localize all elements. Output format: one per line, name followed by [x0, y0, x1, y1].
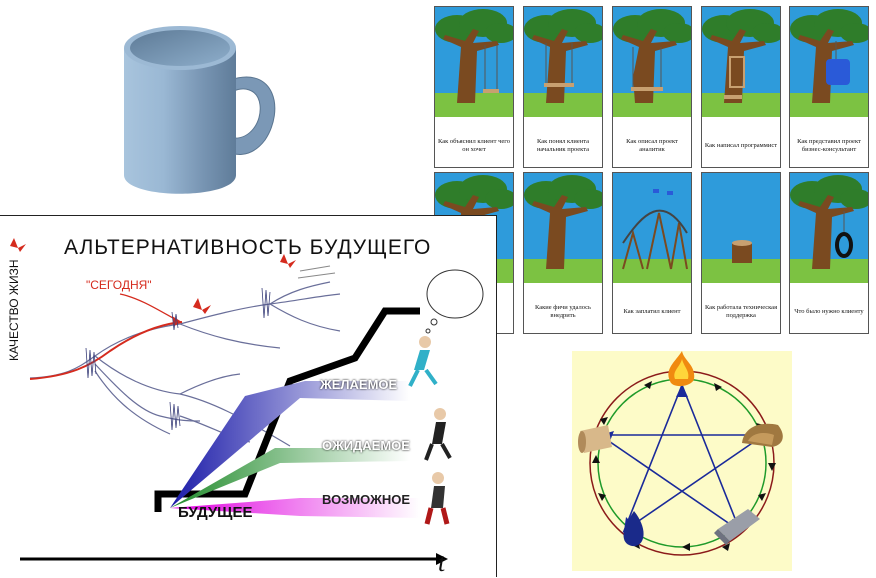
water-icon [623, 511, 644, 547]
comic-panel: Как описал проект аналитик [612, 6, 692, 168]
comic-panel: Какие фичи удалось внедрить [523, 172, 603, 334]
comic-panel: Как представил проект бизнес-консультант [789, 6, 869, 168]
expected-label: ОЖИДАЕМОЕ [322, 438, 410, 453]
time-axis-label: t [438, 548, 446, 577]
comic-panel-caption: Как написал программист [704, 142, 778, 149]
comic-panel: Как написал программист [701, 6, 781, 168]
possible-label: ВОЗМОЖНОЕ [322, 492, 411, 507]
mug-image [100, 0, 290, 205]
comic-panel: Как объяснил клиент чего он хочет [434, 6, 514, 168]
wood-icon [578, 425, 612, 453]
desired-label: ЖЕЛАЕМОЕ [320, 377, 398, 392]
comic-panel: Как заплатил клиент [612, 172, 692, 334]
diagram-title: АЛЬТЕРНАТИВНОСТЬ БУДУЩЕГО [64, 236, 432, 259]
y-axis-label: КАЧЕСТВО ЖИЗН [7, 259, 21, 361]
future-label: БУДУЩЕЕ [178, 504, 253, 521]
comic-panel: Как понял клиента начальник проекта [523, 6, 603, 168]
comic-panel: Как работала техническая поддержка [701, 172, 781, 334]
comic-panel-caption: Что было нужно клиенту [794, 308, 864, 315]
earth-icon [742, 423, 783, 447]
comic-panel-caption: Как заплатил клиент [623, 308, 681, 315]
comic-panel-caption: Как понял клиента начальник проекта [536, 138, 590, 153]
comic-panel-caption: Как объяснил клиент чего он хочет [438, 138, 510, 153]
comic-panel: Что было нужно клиенту [789, 172, 869, 334]
comic-panel-caption: Как описал проект аналитик [626, 138, 678, 153]
today-label: "СЕГОДНЯ" [86, 278, 152, 292]
metal-icon [714, 509, 760, 545]
future-alternatives-diagram: АЛЬТЕРНАТИВНОСТЬ БУДУЩЕГО КАЧЕСТВО ЖИЗН … [0, 215, 497, 577]
comic-panel-caption: Как представил проект бизнес-консультант [797, 138, 861, 153]
comic-panel-caption: Как работала техническая поддержка [704, 304, 778, 319]
five-elements-diagram [572, 351, 792, 571]
comic-panel-caption: Какие фичи удалось внедрить [535, 304, 591, 319]
tree-swing-comic: Как объяснил клиент чего он хочет Как пон… [434, 0, 876, 340]
diagram-drawing [10, 238, 484, 565]
fire-icon [668, 351, 695, 387]
